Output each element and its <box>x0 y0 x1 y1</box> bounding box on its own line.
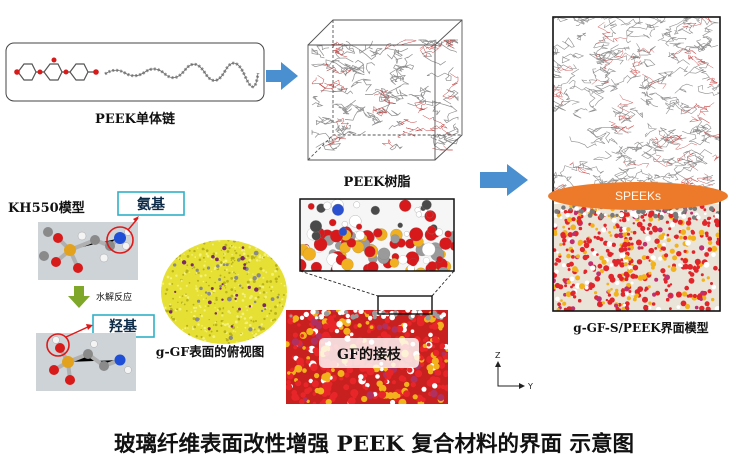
hydroxyl-highlight-circle <box>46 333 70 357</box>
peek-resin-label: PEEK树脂 <box>344 174 411 190</box>
interface-glass-atoms <box>553 203 720 311</box>
axis-y-label: Y <box>527 382 533 391</box>
amino-label: 氨基 <box>137 196 166 213</box>
grafting-zoom-inset <box>299 198 455 272</box>
amino-highlight-circle <box>106 226 134 254</box>
figure-caption: 玻璃纤维表面改性增强 PEEK 复合材料的界面 示意图 <box>114 431 634 457</box>
peek-resin-polymer <box>310 39 459 151</box>
peek-resin-box <box>307 19 463 161</box>
amino-box <box>117 191 185 216</box>
interface-model-label: g-GF-S/PEEK界面模型 <box>573 320 708 335</box>
arrow-chain-to-resin <box>266 62 298 90</box>
kh550-backdrop <box>38 222 138 280</box>
zoom-region-marker <box>377 295 433 315</box>
hydrolysis-label: 水解反应 <box>96 291 132 303</box>
peek-resin-box-edges <box>307 19 463 161</box>
hydroxyl-pointer-arrow <box>65 325 91 338</box>
ggf-surface-texture <box>161 240 287 344</box>
kh550-model-label: KH550模型 <box>8 200 85 216</box>
kh550-molecule <box>38 216 139 280</box>
ggf-top-view <box>161 240 287 344</box>
zoom-frame <box>299 198 455 272</box>
hydrolysis-arrow <box>68 286 90 308</box>
hydroxyl-label: 羟基 <box>109 318 138 335</box>
interface-model: SPEEKs <box>548 16 728 312</box>
axis-indicator <box>495 361 525 389</box>
zoom-connector-lines <box>299 270 455 297</box>
hydrolyzed-molecule <box>36 324 136 391</box>
arrow-to-interface <box>480 164 528 196</box>
peek-monomer-panel <box>5 42 265 102</box>
ggf-top-view-label: g-GF表面的俯视图 <box>156 344 264 359</box>
interface-model-frame <box>552 16 721 312</box>
peek-chain-label: PEEK单体链 <box>95 111 176 127</box>
peek-chain-backbone <box>104 62 259 88</box>
zoom-atoms <box>300 199 454 271</box>
peek-monomer-atoms <box>14 57 99 75</box>
gf-grafting-badge <box>319 338 419 368</box>
peek-monomer-frame <box>5 42 265 102</box>
gf-grafting-label: GF的接枝 <box>337 346 402 363</box>
speeks-layer <box>548 182 728 210</box>
speeks-label: SPEEKs <box>615 189 661 203</box>
axis-z-label: Z <box>495 351 501 360</box>
